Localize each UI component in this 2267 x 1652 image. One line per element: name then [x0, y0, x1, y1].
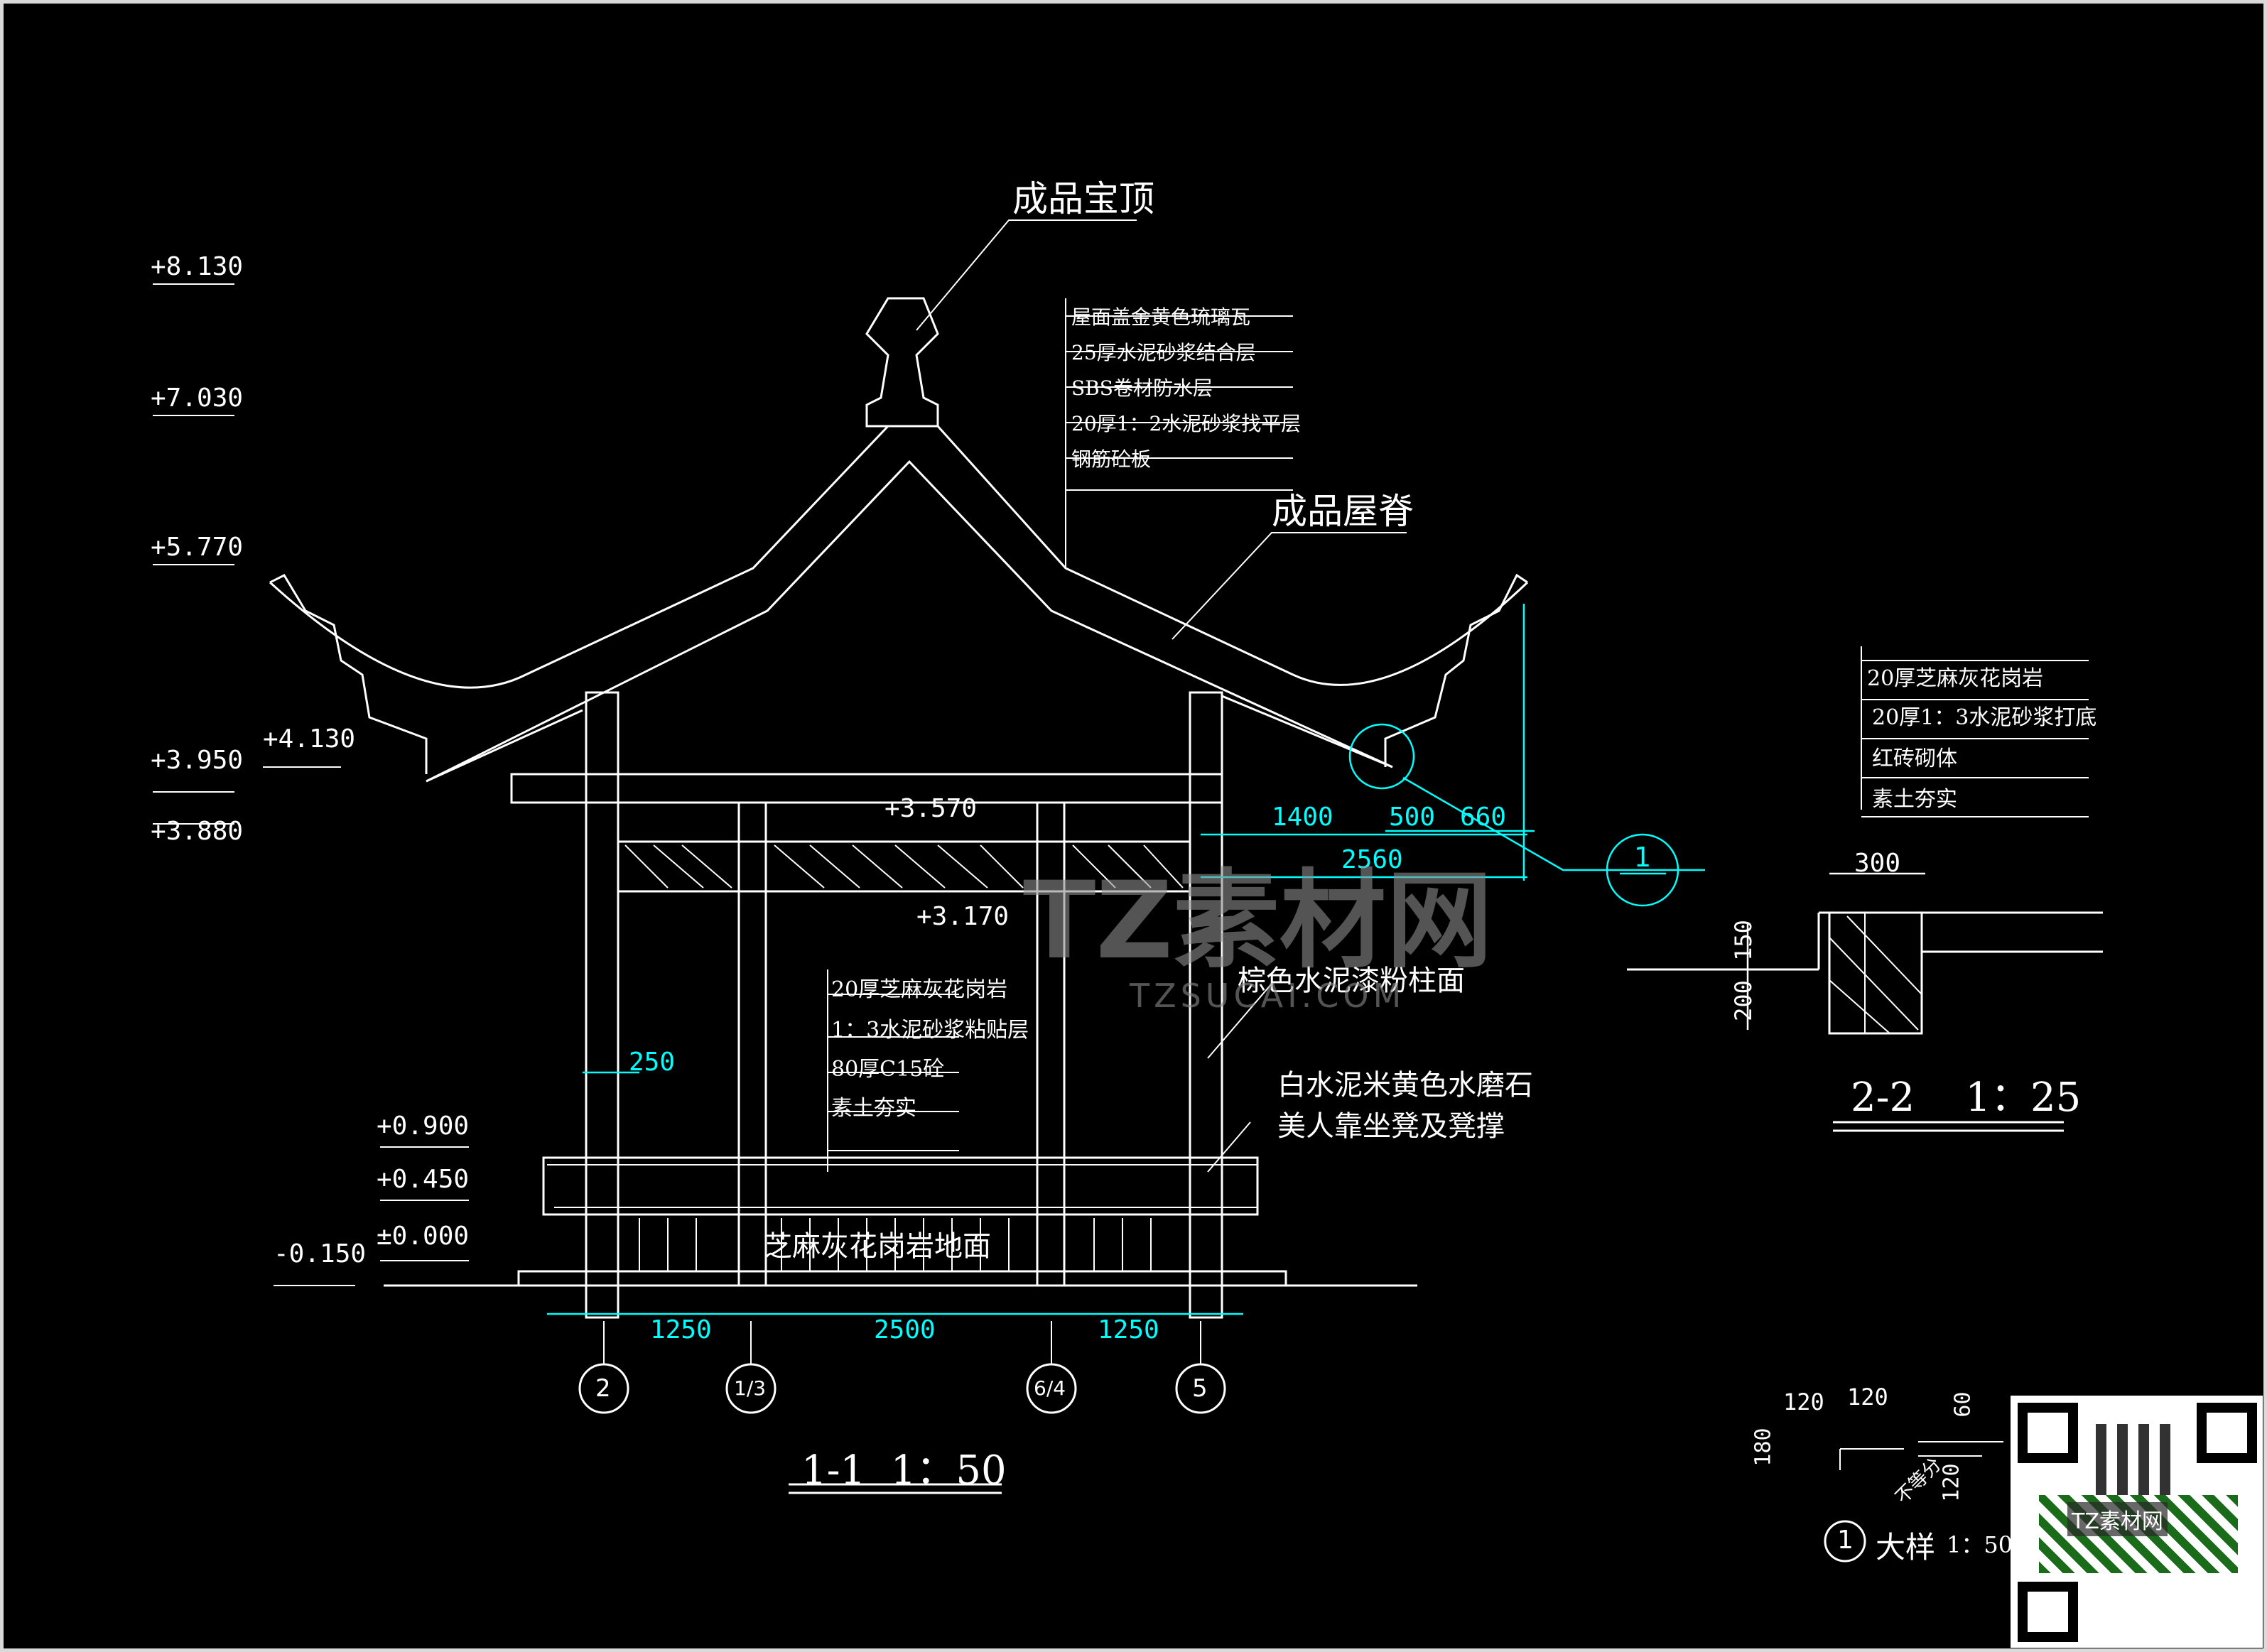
label-baoding: 成品宝顶	[1012, 178, 1154, 219]
elev-4130: +4.130	[263, 724, 356, 754]
eave-left	[269, 574, 428, 774]
roof-layer-3: 20厚1：2水泥砂浆找平层	[1071, 412, 1302, 435]
dim-300: 300	[1854, 849, 1901, 878]
dim-2500: 2500	[874, 1315, 936, 1344]
dim-150: 150	[1729, 920, 1757, 961]
elev-8130: +8.130	[151, 252, 244, 281]
dim-1250-a: 1250	[650, 1315, 712, 1344]
floor-layer-0: 20厚芝麻灰花岗岩	[831, 977, 1008, 1002]
elev-7030: +7.030	[151, 384, 244, 413]
roof-inner	[426, 460, 1393, 783]
title-section-1-1: 1-1 1：50	[801, 1447, 1007, 1494]
label-kaoyi-2: 美人靠坐凳及凳撑	[1277, 1110, 1505, 1143]
roof-outline	[269, 425, 1529, 689]
detail-number: 1	[1837, 1526, 1854, 1555]
axis-bubble-2	[578, 1363, 629, 1414]
detail-scale: 1：50	[1947, 1531, 2013, 1558]
detail-bubble	[1824, 1520, 1866, 1563]
axis-label-2: 2	[595, 1374, 611, 1403]
dim-2560: 2560	[1341, 845, 1403, 874]
axis-bubble-6-4	[1026, 1363, 1077, 1414]
label-wuji: 成品屋脊	[1272, 491, 1414, 532]
elev-0450: +0.450	[377, 1165, 470, 1194]
axis-bubble-1-3	[725, 1363, 777, 1414]
lattice-band	[617, 840, 1191, 893]
axis-label-6-4: 6/4	[1034, 1376, 1066, 1400]
roof-layer-0: 屋面盖金黄色琉璃瓦	[1071, 305, 1251, 329]
dim-660: 660	[1460, 803, 1507, 832]
dim-120-a: 120	[1783, 1389, 1824, 1415]
s22-layer-0: 20厚芝麻灰花岗岩	[1867, 666, 2044, 691]
elev-0000: ±0.000	[377, 1222, 470, 1251]
watermark-text: TZ素材网	[1023, 859, 1493, 983]
dim-60: 60	[1950, 1391, 1976, 1418]
bench	[542, 1156, 1259, 1216]
roof-layer-1: 25厚水泥砂浆结合层	[1071, 341, 1256, 364]
elev-m0150: -0.150	[274, 1239, 367, 1268]
column-5	[1189, 691, 1223, 1319]
axis-label-5: 5	[1192, 1374, 1208, 1403]
dim-180: 180	[1751, 1428, 1776, 1467]
floor-layer-1: 1：3水泥砂浆粘贴层	[831, 1018, 1029, 1043]
label-kaoyi-1: 白水泥米黄色水磨石	[1277, 1069, 1533, 1102]
eave-right	[1384, 573, 1528, 767]
railing-verticals	[639, 1218, 1152, 1271]
callout-bubble-1	[1606, 833, 1679, 907]
label-dimian: 芝麻灰花岗岩地面	[764, 1230, 991, 1263]
s11-title-underline	[789, 1483, 1002, 1494]
column-1-3	[737, 801, 767, 1287]
elev-0900: +0.900	[377, 1112, 470, 1141]
plinth	[517, 1270, 1287, 1287]
section22-footing	[1828, 911, 1923, 1035]
label-zhuzi: 棕色水泥漆粉柱面	[1238, 964, 1465, 997]
column-2	[585, 691, 619, 1319]
elev-3880: +3.880	[151, 817, 244, 846]
dim-200: 200	[1729, 980, 1757, 1021]
qr-label: TZ素材网	[2067, 1502, 2168, 1536]
roof-layer-4: 钢筋砼板	[1071, 447, 1152, 471]
finial	[865, 297, 939, 428]
s22-layer-2: 红砖砌体	[1872, 746, 1957, 771]
callout-number: 1	[1634, 842, 1652, 873]
axis-bubble-5	[1175, 1363, 1226, 1414]
dim-120-b: 120	[1847, 1384, 1888, 1411]
dim-250: 250	[629, 1048, 676, 1077]
title-section-2-2: 2-2 1：25	[1851, 1075, 2082, 1121]
elev-3170: +3.170	[916, 902, 1010, 931]
dim-500: 500	[1389, 803, 1436, 832]
s22-layer-1: 20厚1：3水泥砂浆打底	[1872, 705, 2097, 730]
detail-title: 大样	[1876, 1530, 1936, 1565]
s22-layer-3: 素土夯实	[1872, 787, 1957, 812]
qr-code: TZ素材网	[2011, 1396, 2263, 1648]
floor-layer-3: 素土夯实	[831, 1096, 916, 1121]
s22-title-underline	[1833, 1121, 2064, 1132]
dim-1400: 1400	[1272, 803, 1333, 832]
watermark-url: TZSUCAI.COM	[1130, 977, 1406, 1015]
elev-3950: +3.950	[151, 746, 244, 775]
axis-label-1-3: 1/3	[734, 1376, 767, 1400]
elev-5770: +5.770	[151, 533, 244, 562]
elev-3570: +3.570	[884, 794, 978, 823]
floor-layer-2: 80厚C15砼	[831, 1057, 945, 1082]
section-callout-ring	[1348, 723, 1415, 790]
roof-layer-2: SBS卷材防水层	[1071, 376, 1213, 400]
dim-1250-b: 1250	[1098, 1315, 1159, 1344]
